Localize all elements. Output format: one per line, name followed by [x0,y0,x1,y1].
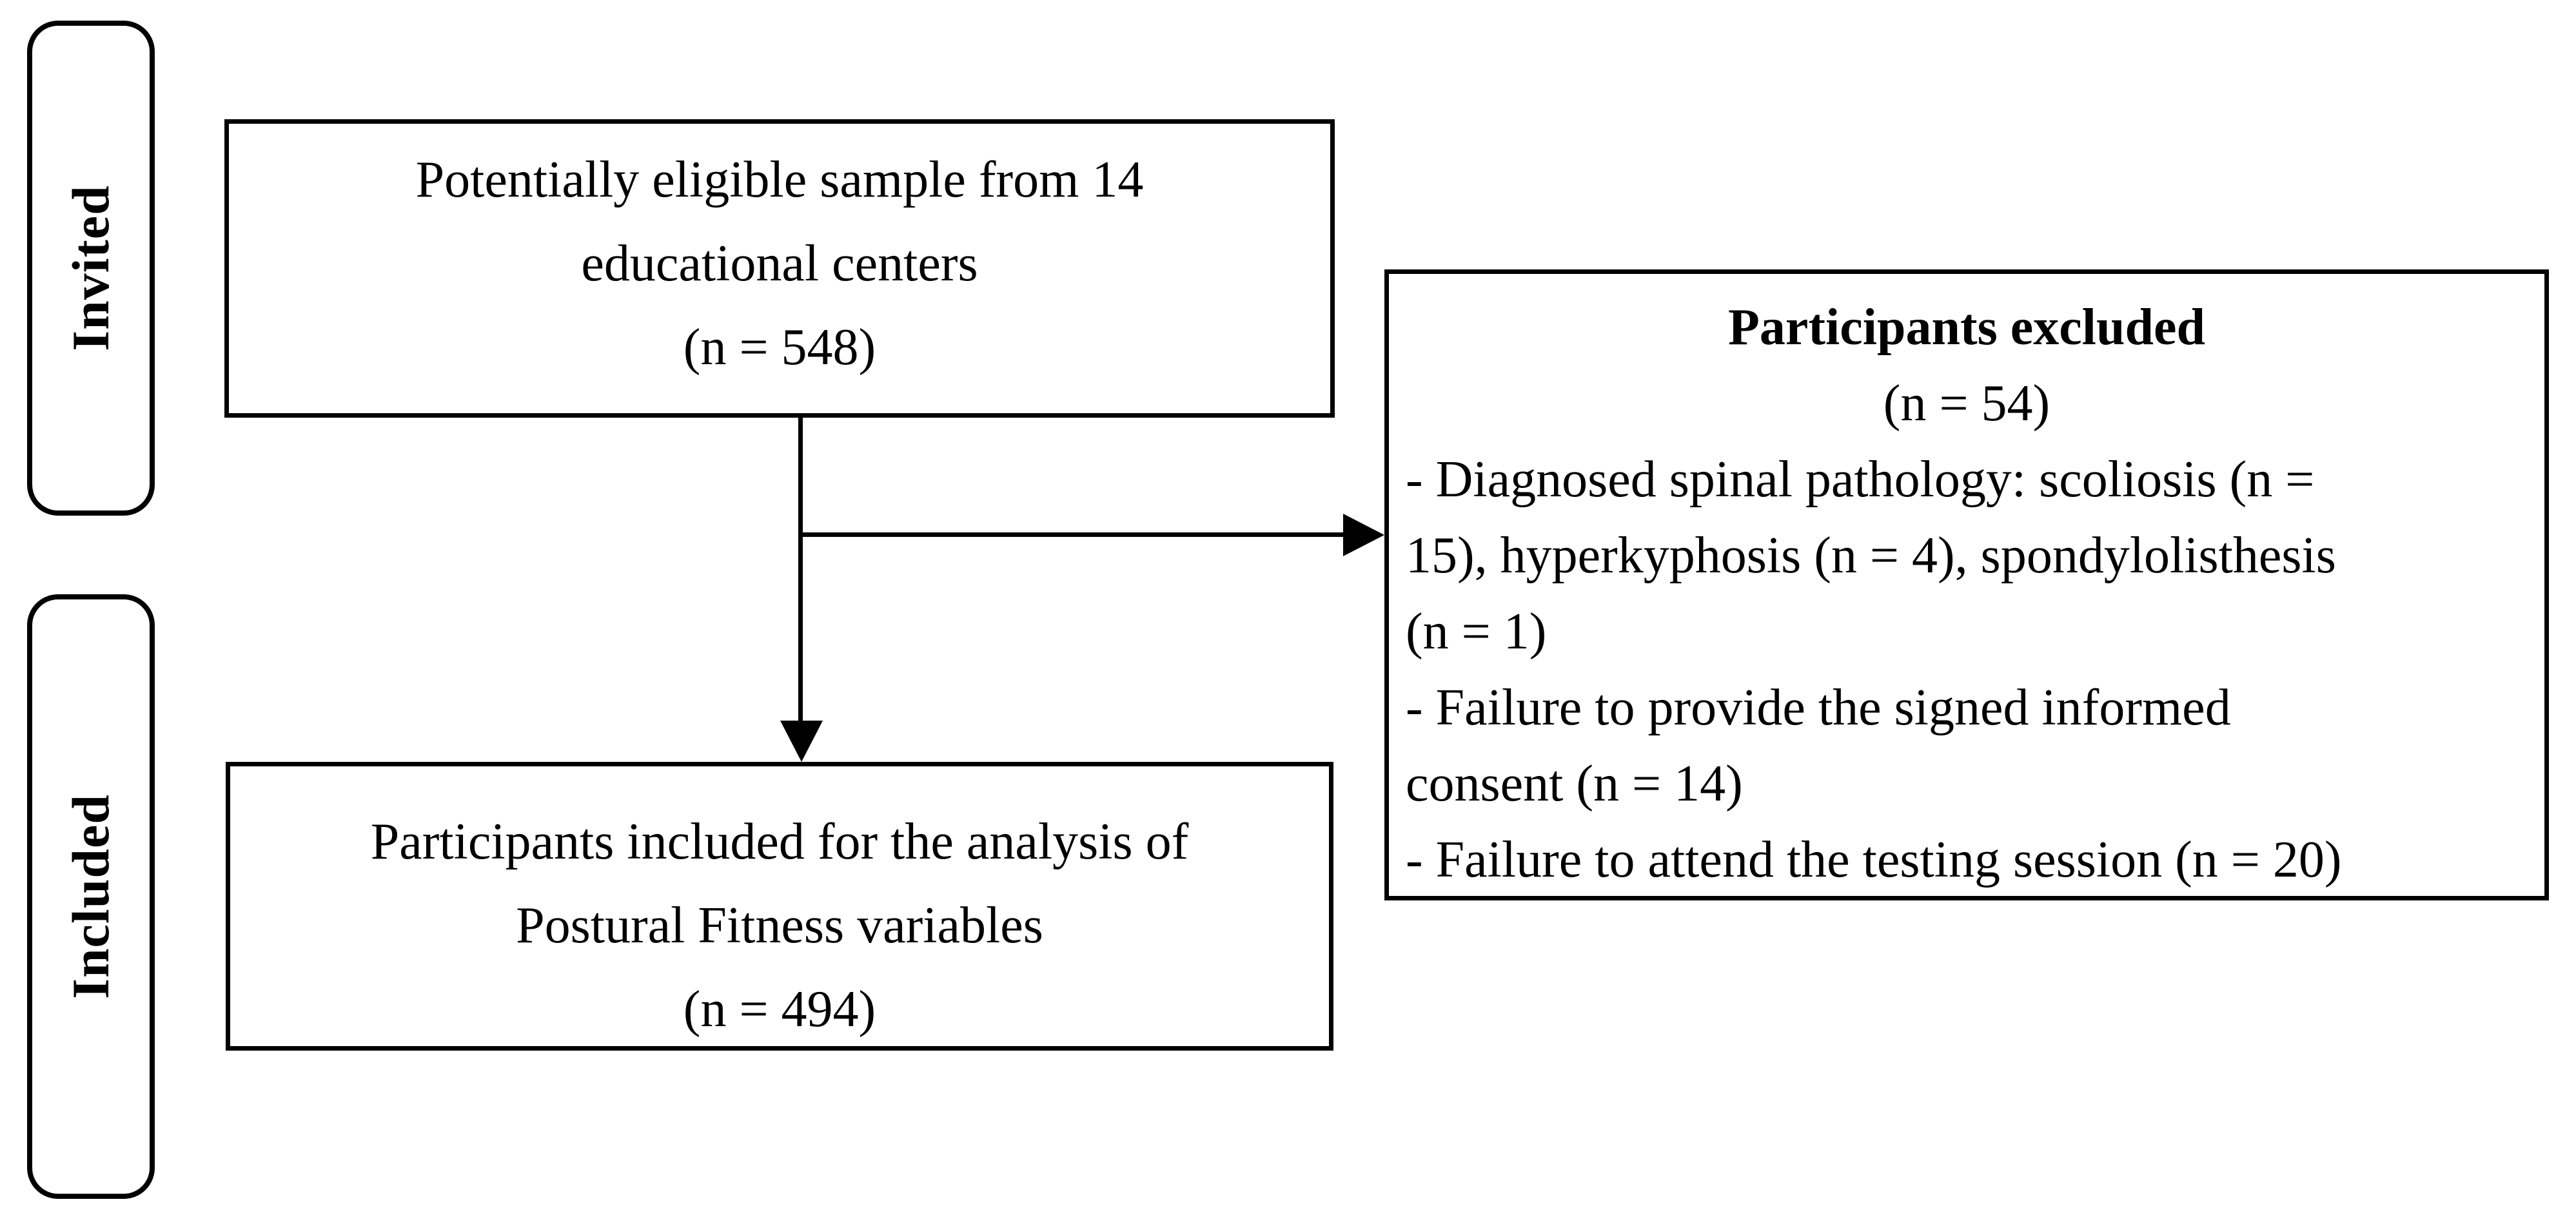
arrow-right-icon [1343,514,1384,556]
excluded-reasons-list: - Diagnosed spinal pathology: scoliosis … [1406,451,2342,888]
arrow-down-icon [780,721,823,762]
connector-horizontal-line [798,532,1346,537]
excluded-count: (n = 54) [1883,375,2050,432]
eligible-sample-box: Potentially eligible sample from 14 educ… [224,119,1335,418]
stage-pill-invited: Invited [27,21,155,516]
connector-vertical-line [798,418,803,723]
eligible-sample-text: Potentially eligible sample from 14 educ… [415,151,1144,376]
stage-label-included: Included [61,794,120,999]
stage-label-invited: Invited [61,185,121,351]
excluded-title: Participants excluded [1728,299,2205,356]
included-participants-text: Participants included for the analysis o… [370,813,1189,1038]
stage-pill-included: Included [27,594,155,1199]
excluded-participants-box: Participants excluded (n = 54) - Diagnos… [1384,269,2549,900]
included-participants-box: Participants included for the analysis o… [226,762,1333,1051]
